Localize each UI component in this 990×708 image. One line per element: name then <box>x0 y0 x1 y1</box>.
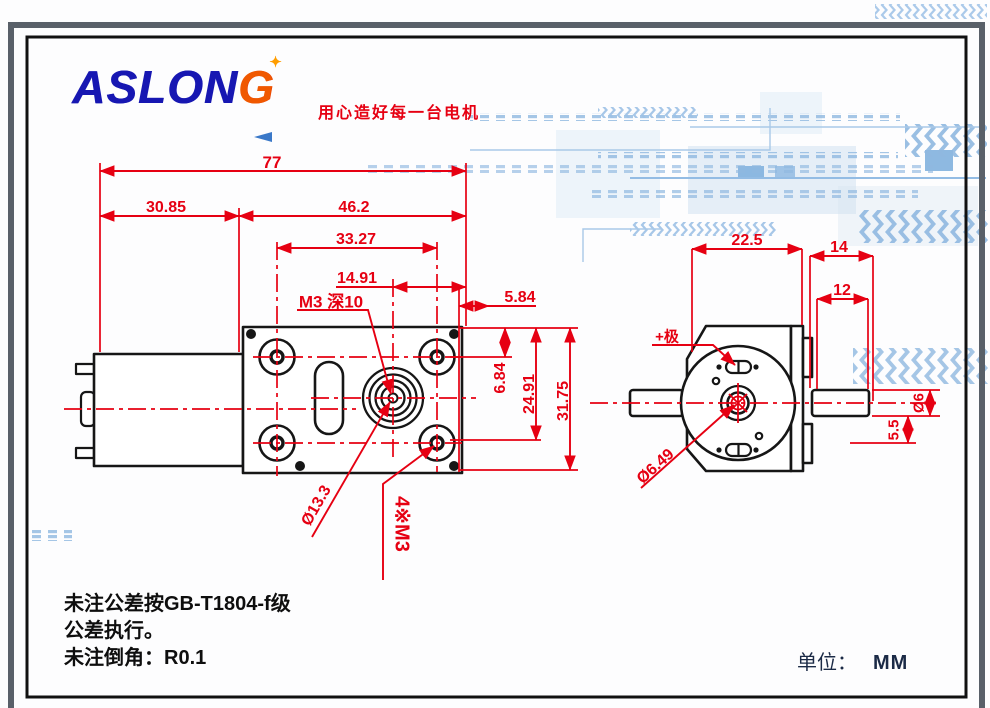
decor-lines <box>470 108 986 262</box>
dim-hole-spacing-v: 24.91 <box>521 373 538 415</box>
dim-shaft-to-edge: 14.91 <box>336 270 378 287</box>
brand-logo: ASLONG ✦ <box>72 54 282 114</box>
units-block: 单位： MM <box>797 646 908 675</box>
label-tapped-hole: M3 深10 <box>298 292 364 312</box>
slogan-underline-arrow <box>254 132 984 142</box>
left-view-geometry <box>74 325 464 475</box>
dim-gearbox-length: 46.2 <box>338 199 370 216</box>
dim-edge-offset: 5.84 <box>504 289 536 306</box>
dim-flat-length: 5.5 <box>885 419 903 441</box>
logo-sparkle-icon: ✦ <box>269 54 283 71</box>
dim-hole-top-offset: 6.84 <box>492 362 509 394</box>
dim-motor-length: 30.85 <box>145 199 187 216</box>
dim-hole-spacing-h: 33.27 <box>335 231 377 248</box>
motor-terminal-tab-bottom <box>74 446 96 460</box>
logo-accent-letter: G <box>238 61 275 113</box>
dim-total-length: 77 <box>262 153 282 172</box>
bearing-target-mark <box>728 383 748 423</box>
dim-shaft-diameter: Ø6 <box>910 392 928 414</box>
motor-terminal-tab-top <box>74 362 96 376</box>
logo-text: ASLON <box>72 61 238 113</box>
side-tab-bottom <box>801 422 814 465</box>
brand-slogan: 用心造好每一台电机 <box>318 105 481 122</box>
side-tab-top <box>801 336 814 379</box>
tolerance-notes: 未注公差按GB-T1804-f级 公差执行。 未注倒角：R0.1 <box>64 591 291 672</box>
motor-body <box>92 352 245 468</box>
label-positive-terminal: +极 <box>655 328 679 346</box>
label-mounting-holes: 4※M3 <box>390 496 413 552</box>
centerlines <box>64 242 936 476</box>
background-tech-decor <box>30 4 989 541</box>
sheet-frame <box>8 22 985 708</box>
units-label: 单位： <box>797 652 857 674</box>
note-tolerance-2: 公差执行。 <box>64 620 164 642</box>
units-value: MM <box>873 652 909 674</box>
note-tolerance-1: 未注公差按GB-T1804-f级 <box>64 593 291 615</box>
dimension-lines <box>64 163 940 580</box>
leader-lines <box>297 309 736 580</box>
dim-body-height: 31.75 <box>555 380 572 422</box>
dim-shaft-flat: 12 <box>833 282 851 299</box>
dim-body-width: 22.5 <box>731 232 763 249</box>
plate-corner-screws <box>246 329 459 471</box>
dimension-arrows <box>99 165 936 471</box>
note-chamfer: 未注倒角：R0.1 <box>64 647 207 669</box>
dim-shaft-total: 14 <box>830 239 848 256</box>
